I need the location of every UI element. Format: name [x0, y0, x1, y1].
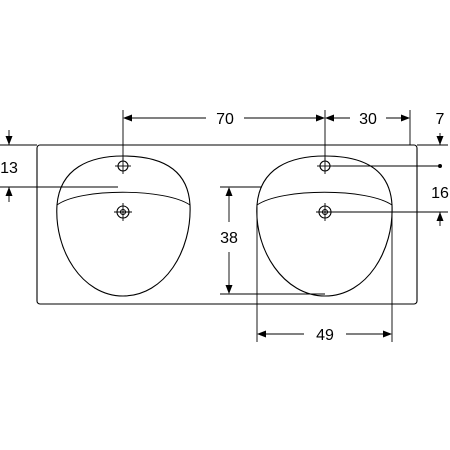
left-bowl	[56, 155, 191, 297]
basin-outline	[36, 144, 418, 305]
dimension-edge-offset: 7	[417, 111, 448, 146]
left-drain	[114, 203, 132, 221]
dimension-bowl-width: 49	[256, 207, 393, 344]
dim-label-70: 70	[216, 111, 234, 128]
left-bowl-outline	[56, 155, 191, 297]
right-tap-hole	[317, 158, 333, 174]
left-tap-hole	[115, 158, 131, 174]
dim-label-13: 13	[0, 160, 18, 177]
dim-label-38: 38	[220, 230, 238, 247]
right-bowl-rim	[256, 191, 393, 206]
dimension-tap-hole-to-bowl: 13	[0, 130, 118, 202]
dim-label-7: 7	[436, 111, 445, 128]
dim-label-16: 16	[431, 185, 449, 202]
dim-label-30: 30	[359, 111, 377, 128]
dimension-tap-hole-spacing: 70	[122, 110, 326, 160]
right-bowl-outline	[256, 155, 393, 297]
dimension-tap-hole-to-drain: 16	[333, 164, 449, 226]
dimension-tap-hole-to-edge: 30	[325, 110, 411, 145]
dimension-bowl-depth: 38	[220, 186, 325, 295]
right-bowl	[256, 155, 393, 297]
left-bowl-rim	[56, 191, 191, 206]
right-drain	[316, 203, 334, 221]
dim-label-49: 49	[316, 327, 334, 344]
